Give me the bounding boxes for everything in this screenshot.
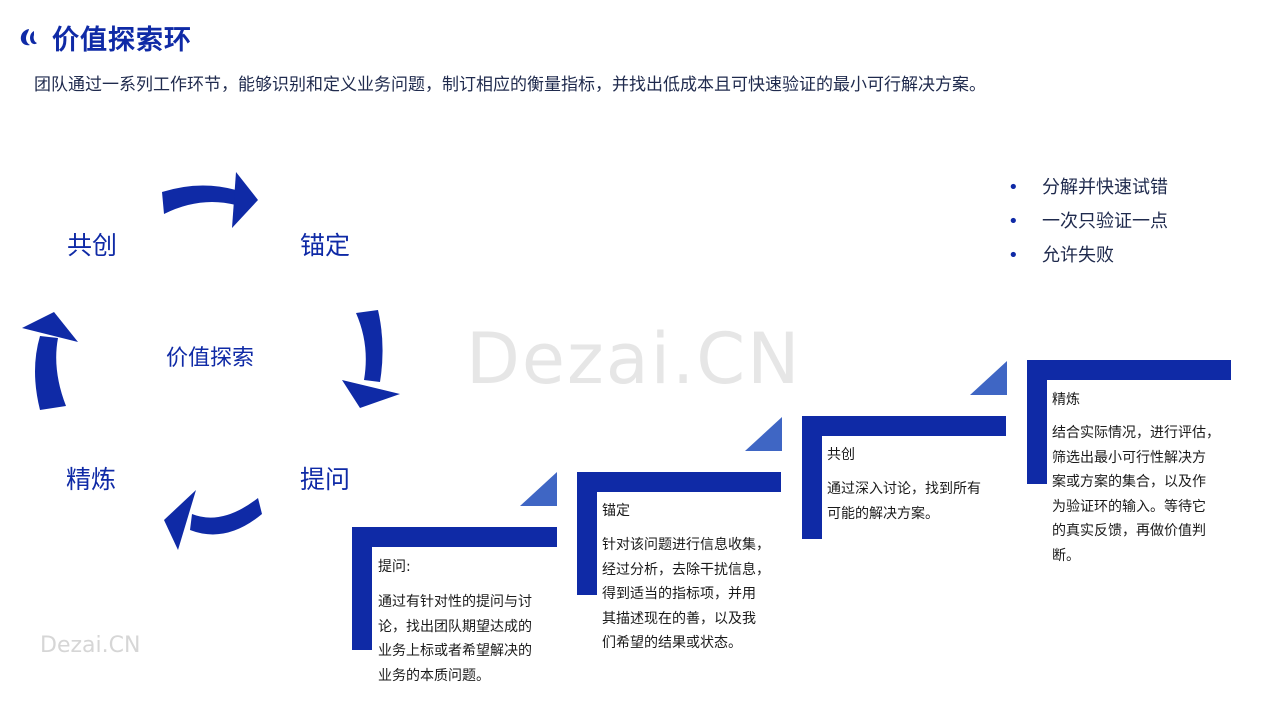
page-subtitle: 团队通过一系列工作环节，能够识别和定义业务问题，制订相应的衡量指标，并找出低成本… <box>34 75 986 95</box>
step-3-title: 共创 <box>827 447 855 463</box>
list-item: •一次只验证一点 <box>1008 209 1168 243</box>
cycle-node-jinglian: 精炼 <box>66 465 117 494</box>
cycle-node-tiwen: 提问 <box>300 465 351 494</box>
step-1-body: 通过有针对性的提问与讨 论，找出团队期望达成的 业务上标或者希望解决的 业务的本… <box>378 594 532 684</box>
step-4-title: 精炼 <box>1052 392 1080 408</box>
list-item: •分解并快速试错 <box>1008 175 1168 209</box>
page-title: 价值探索环 <box>52 25 192 56</box>
watermark-small: Dezai.CN <box>40 633 141 658</box>
step-3-body: 通过深入讨论，找到所有 可能的解决方案。 <box>827 481 981 522</box>
arrow-right-icon <box>162 172 258 228</box>
watermark-large: Dezai.CN <box>466 318 802 400</box>
bullet-dot-icon: • <box>1008 245 1019 266</box>
cycle-node-gongchuang: 共创 <box>67 231 118 260</box>
cycle-node-maoding: 锚定 <box>300 231 351 260</box>
brand-logo-icon <box>20 29 37 46</box>
step-2-body: 针对该问题进行信息收集， 经过分析，去除干扰信息， 得到适当的指标项，并用 其描… <box>602 537 770 651</box>
step-4-body: 结合实际情况，进行评估， 筛选出最小可行性解决方 案或方案的集合，以及作 为验证… <box>1052 425 1220 564</box>
arrow-left-icon <box>164 490 262 550</box>
list-item: •允许失败 <box>1008 243 1168 277</box>
arrow-down-icon <box>342 310 400 408</box>
bullet-dot-icon: • <box>1008 177 1019 198</box>
arrow-up-icon <box>22 312 78 410</box>
bullet-dot-icon: • <box>1008 211 1019 232</box>
bullet-list: •分解并快速试错 •一次只验证一点 •允许失败 <box>1008 175 1168 277</box>
step-1-title: 提问: <box>378 559 411 575</box>
cycle-center-label: 价值探索 <box>166 346 255 371</box>
step-2-title: 锚定 <box>602 503 630 519</box>
